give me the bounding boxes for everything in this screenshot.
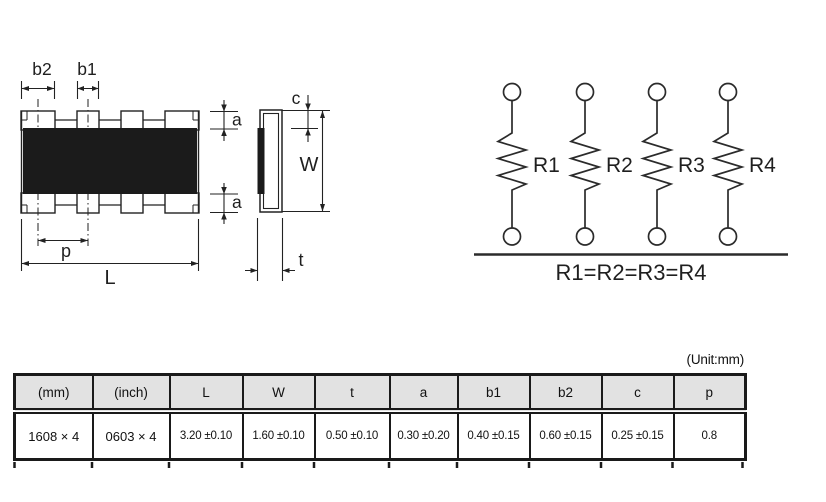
cell-c: 0.25 ±0.15: [600, 410, 675, 461]
col-header-a: a: [388, 373, 459, 414]
table-cropped-row-stubs: [13, 462, 744, 468]
terminal-bottom-3: [647, 227, 667, 246]
label-a-bottom: a: [232, 192, 242, 212]
terminal-top-1: [502, 82, 522, 102]
label-b1: b1: [77, 59, 96, 79]
resistor-symbol-1: [495, 82, 529, 246]
col-header-b2: b2: [528, 373, 603, 414]
terminal-bottom-1: [502, 227, 522, 246]
label-r1: R1: [533, 154, 560, 177]
dim-t: [245, 218, 295, 281]
corner-notches: [21, 111, 199, 213]
bottom-pads: [20, 192, 200, 214]
dim-a-bottom: [210, 183, 238, 224]
schematic-equation: R1=R2=R3=R4: [555, 260, 706, 285]
terminal-top-4: [718, 82, 738, 102]
col-header-c: c: [600, 373, 675, 414]
cell-t: 0.50 ±0.10: [313, 410, 391, 461]
cell-size-mm: 1608 × 4: [13, 410, 94, 461]
col-header-L: L: [168, 373, 244, 414]
chip-side-edges: [20, 111, 200, 213]
label-a-top: a: [232, 110, 242, 130]
col-header-t: t: [313, 373, 391, 414]
substrate-edges: [55, 119, 165, 206]
resistor-symbol-3: [640, 82, 674, 246]
side-view-drawing: c W t: [245, 88, 330, 281]
label-c: c: [292, 88, 301, 108]
col-header-mm: (mm): [13, 373, 94, 414]
unit-label: (Unit:mm): [686, 352, 745, 367]
cell-W: 1.60 ±0.10: [241, 410, 316, 461]
cell-size-inch: 0603 × 4: [91, 410, 171, 461]
dimensions-table-wrap: (mm) (inch) L W t a b1 b2 c p 1608 × 4 0…: [13, 373, 747, 461]
side-resistive-layer: [257, 128, 265, 194]
cell-b1: 0.40 ±0.15: [456, 410, 531, 461]
table-header-row: (mm) (inch) L W t a b1 b2 c p: [13, 373, 747, 414]
cell-p: 0.8: [672, 410, 747, 461]
cell-b2: 0.60 ±0.15: [528, 410, 603, 461]
resistor-symbol-4: [711, 82, 745, 246]
dim-W: [282, 109, 330, 213]
dim-p: [38, 238, 88, 243]
label-r2: R2: [606, 154, 633, 177]
label-r4: R4: [749, 154, 776, 177]
terminal-top-2: [575, 82, 595, 102]
col-header-W: W: [241, 373, 316, 414]
dim-b2: [20, 81, 56, 99]
terminal-top-3: [647, 82, 667, 102]
label-W: W: [300, 154, 319, 176]
dimensions-table: (mm) (inch) L W t a b1 b2 c p 1608 × 4 0…: [13, 373, 747, 461]
dim-b1: [76, 81, 100, 99]
label-b2: b2: [32, 59, 51, 79]
terminal-bottom-4: [718, 227, 738, 246]
col-header-p: p: [672, 373, 747, 414]
col-header-inch: (inch): [91, 373, 171, 414]
label-t: t: [298, 250, 303, 270]
terminal-bottom-2: [575, 227, 595, 246]
top-view-drawing: b2 b1 a a p L: [20, 59, 242, 289]
schematic: R1 R2 R3 R4 R1=R2=R3=R4: [474, 82, 788, 285]
dim-L: [20, 219, 200, 271]
col-header-b1: b1: [456, 373, 531, 414]
table-row: 1608 × 4 0603 × 4 3.20 ±0.10 1.60 ±0.10 …: [13, 410, 747, 461]
dim-c: [291, 95, 318, 142]
resistor-body: [23, 128, 197, 194]
technical-drawings: b2 b1 a a p L: [20, 59, 788, 289]
label-r3: R3: [678, 154, 705, 177]
cell-a: 0.30 ±0.20: [388, 410, 459, 461]
resistor-symbol-2: [568, 82, 602, 246]
cell-L: 3.20 ±0.10: [168, 410, 244, 461]
label-p: p: [61, 241, 71, 261]
dim-a-top: [210, 100, 238, 141]
label-L: L: [104, 267, 115, 289]
